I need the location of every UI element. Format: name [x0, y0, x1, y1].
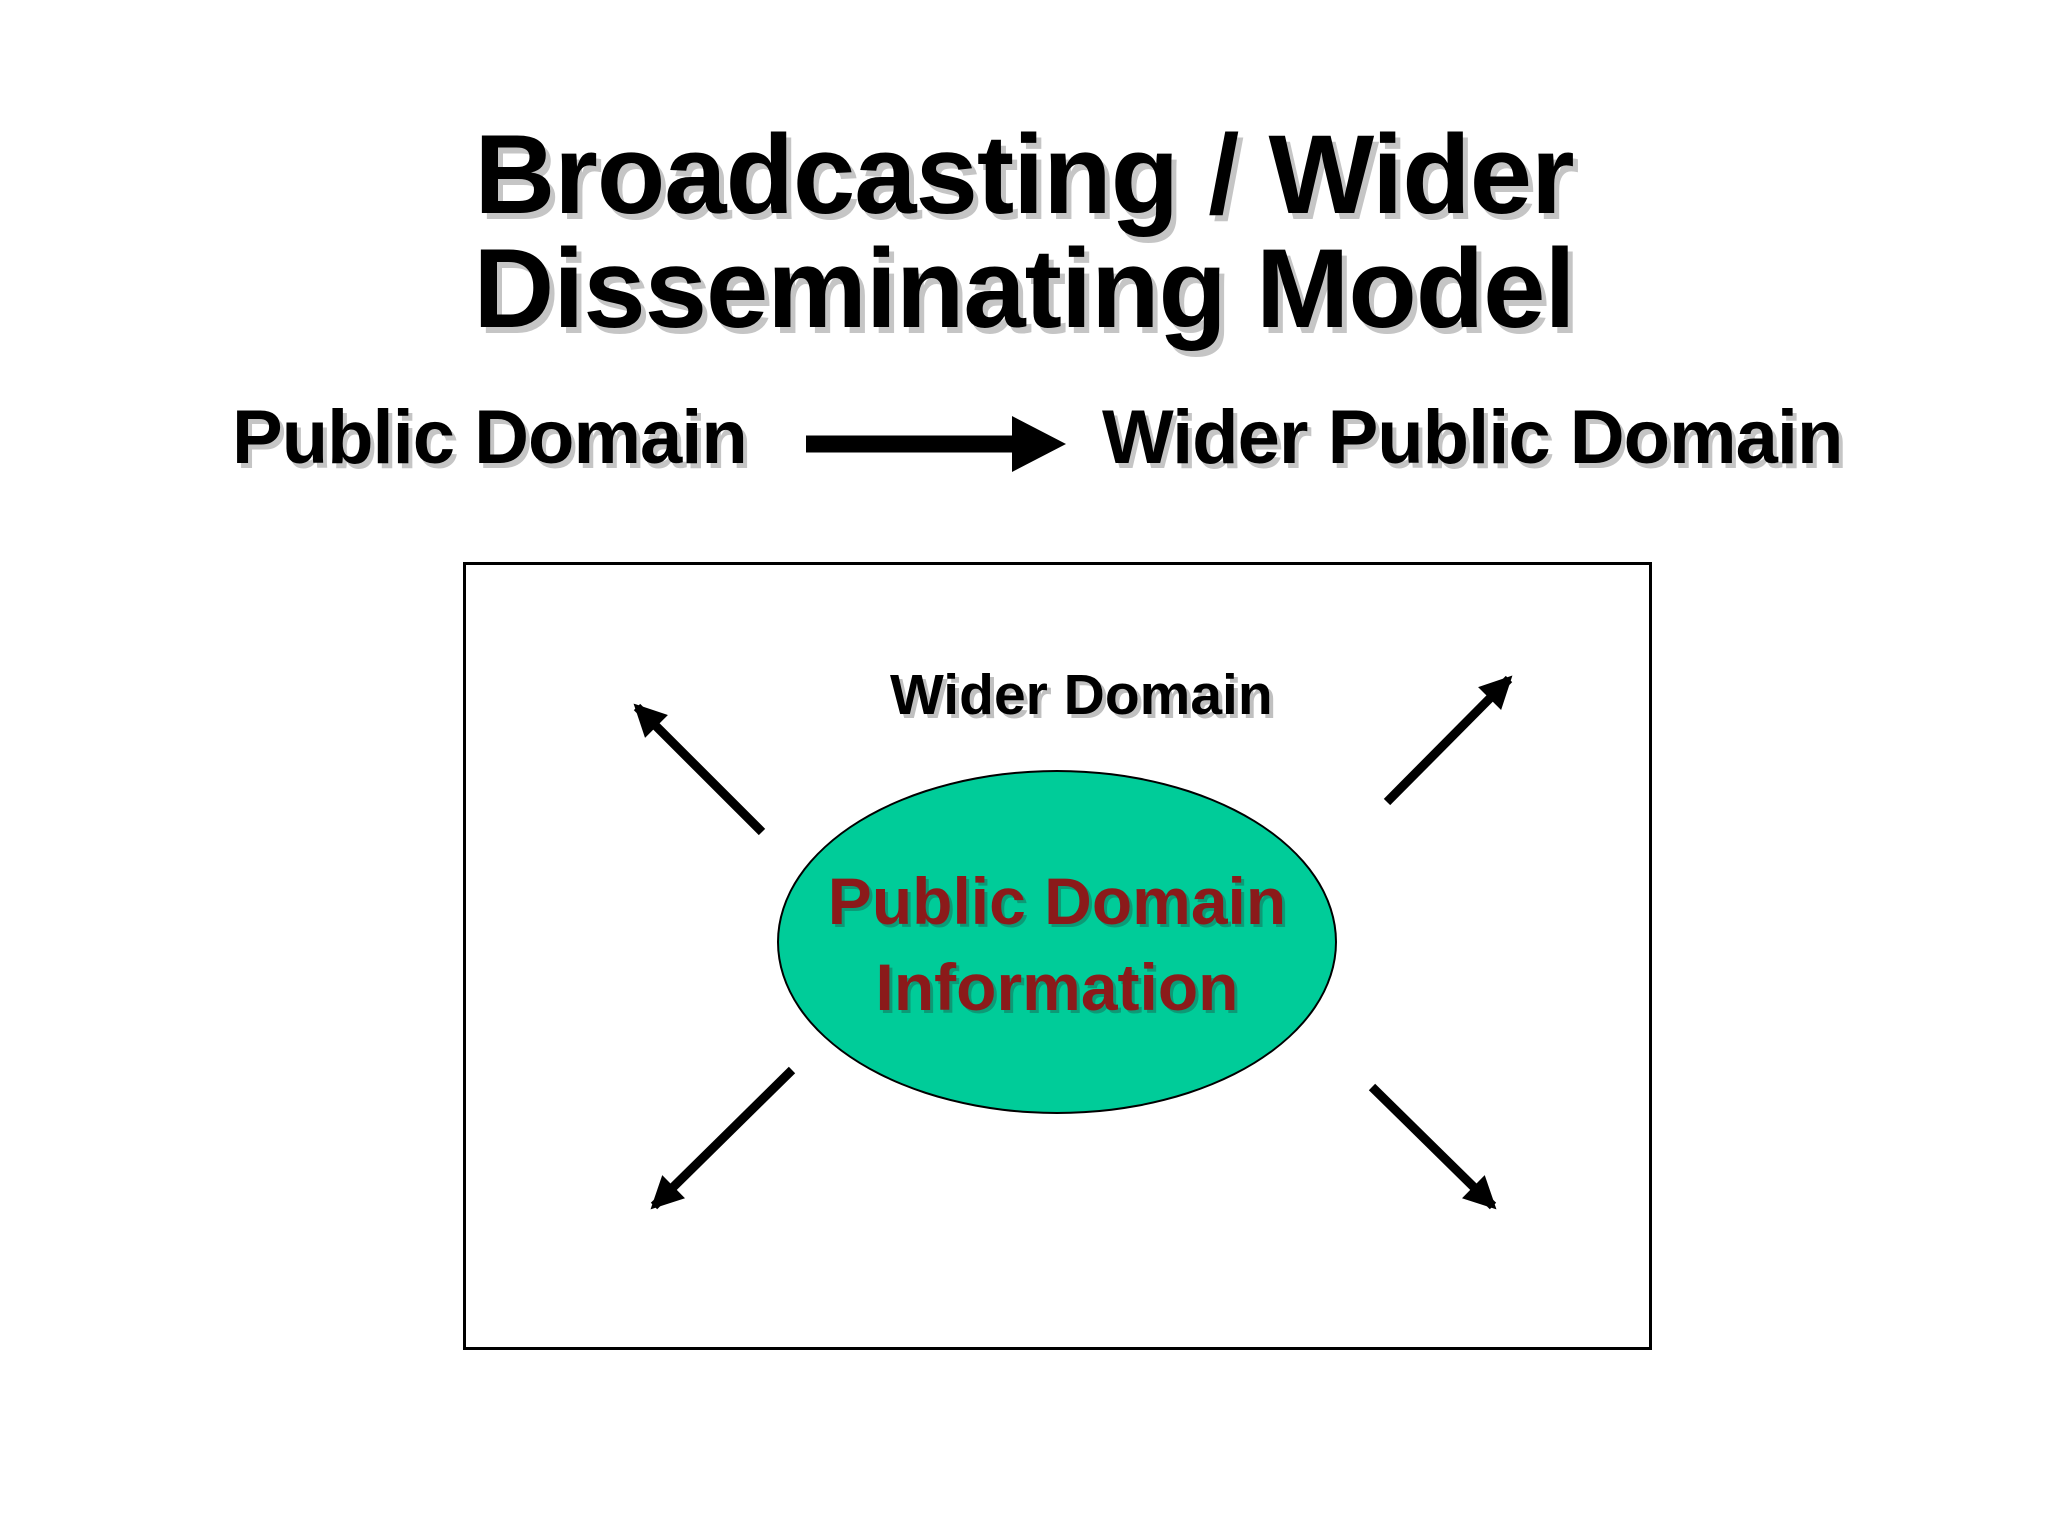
- ellipse-label-line1: Public Domain: [827, 864, 1287, 939]
- flow-target-label: Wider Public Domain: [1102, 395, 1843, 480]
- flow-source-label: Public Domain: [232, 395, 748, 480]
- region-label: Wider Domain: [890, 663, 1273, 727]
- ellipse-label-line2: Information: [875, 950, 1239, 1024]
- flow-arrow: [806, 416, 1066, 472]
- slide-title-line1: Broadcasting / Wider: [474, 112, 1574, 237]
- public-domain-ellipse: Public Domain Information: [777, 770, 1337, 1114]
- slide-title: Broadcasting / Wider Disseminating Model: [0, 112, 2048, 352]
- slide-title-line2: Disseminating Model: [473, 226, 1575, 352]
